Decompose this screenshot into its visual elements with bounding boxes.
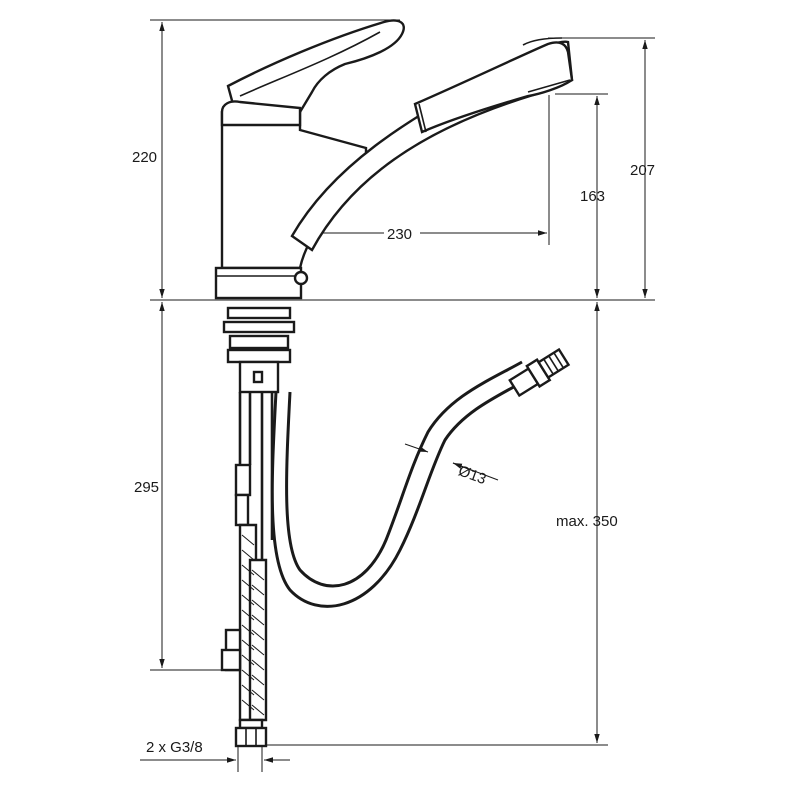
supply-tubes — [220, 392, 274, 748]
dim-label-diameter: Ø13 — [456, 462, 488, 488]
mounting-fixings — [222, 306, 296, 394]
dimension-295: 295 — [134, 302, 232, 671]
dimension-163: 163 — [555, 93, 608, 298]
dim-label-230: 230 — [387, 226, 412, 243]
dim-label-163: 163 — [580, 188, 605, 205]
dim-label-connections: 2 x G3/8 — [146, 739, 203, 756]
dim-label-295: 295 — [134, 479, 159, 496]
dimension-350: max. 350 — [262, 302, 618, 746]
faucet-body — [214, 19, 574, 300]
pull-out-hose — [270, 347, 571, 608]
dim-label-350: max. 350 — [556, 513, 618, 530]
dimension-connections: 2 x G3/8 — [140, 739, 290, 772]
dim-label-207: 207 — [630, 162, 655, 179]
dim-label-220: 220 — [132, 149, 157, 166]
dimension-207: 207 — [548, 37, 655, 298]
dimension-220: 220 — [132, 19, 400, 298]
